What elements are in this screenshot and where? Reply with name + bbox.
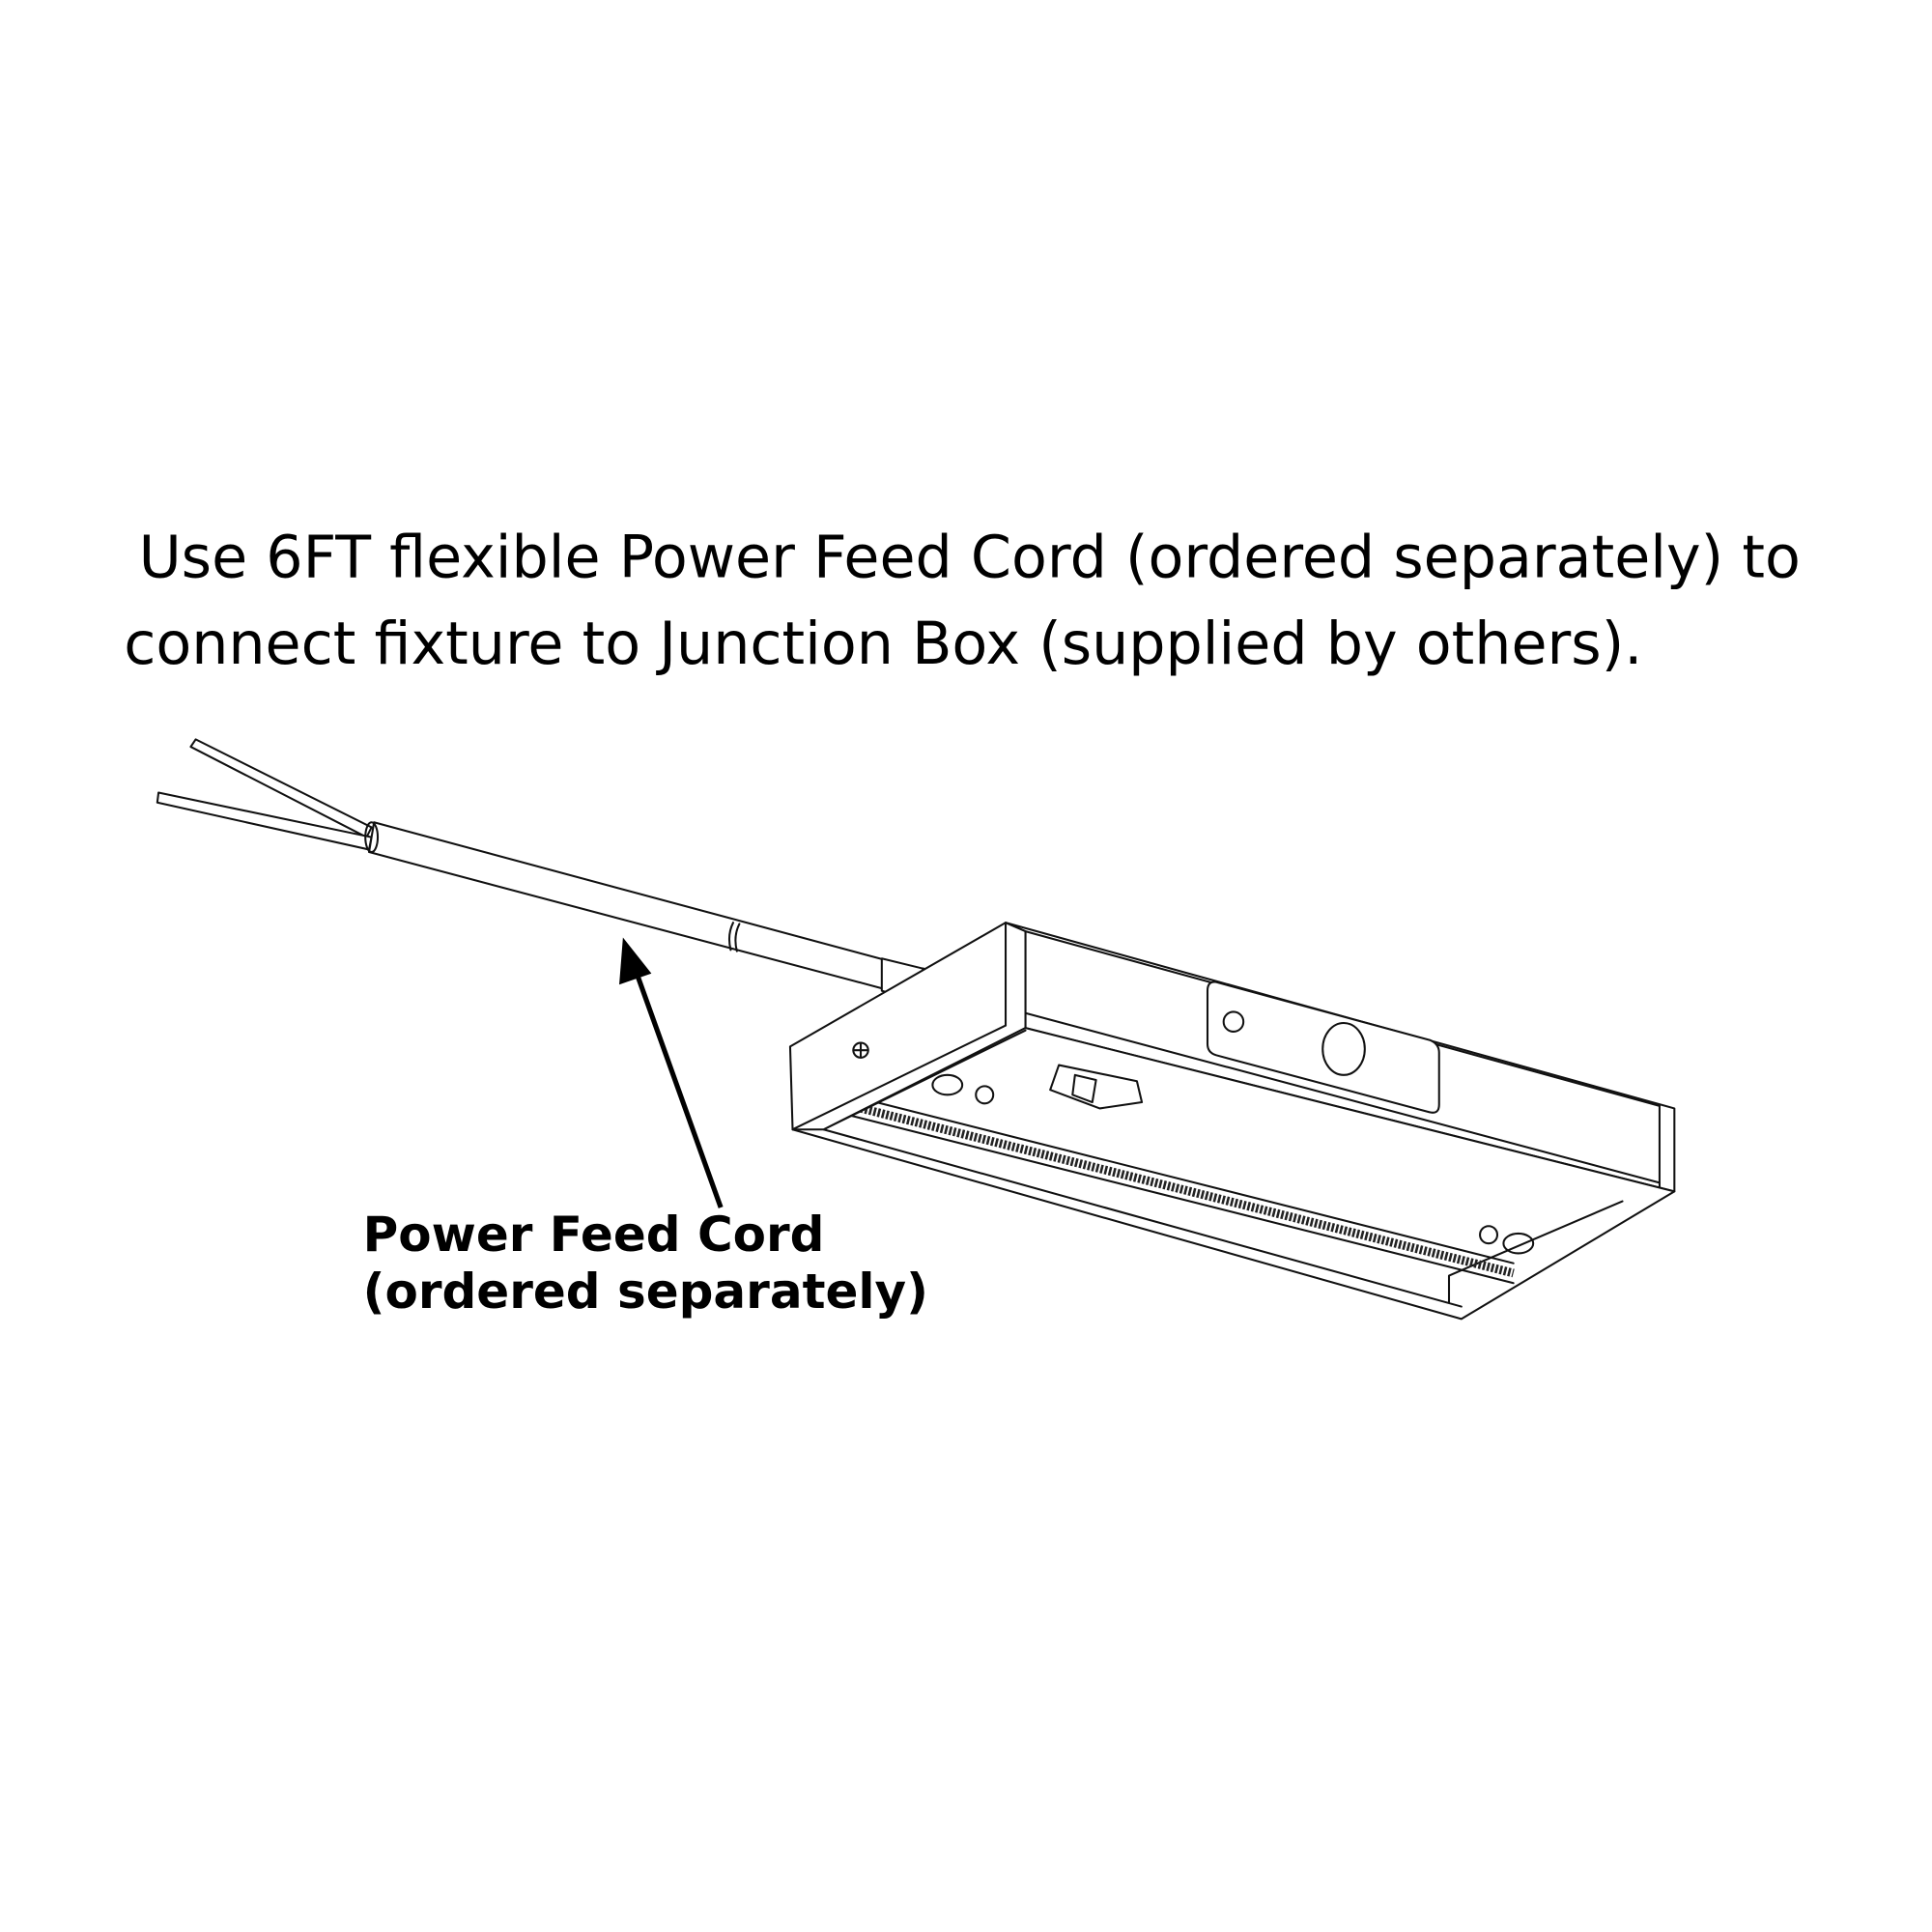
pointer-arrow (619, 937, 724, 1208)
callout-line-1: Power Feed Cord (363, 1207, 825, 1263)
sensor-button (931, 1073, 964, 1096)
led-strip (826, 1095, 1515, 1278)
wire-white (189, 738, 373, 838)
bracket-screw-icon (1222, 1010, 1245, 1033)
screw-icon (975, 1085, 995, 1105)
instruction-line-1: Use 6FT flexible Power Feed Cord (ordere… (139, 524, 1801, 591)
screw-icon (1479, 1225, 1499, 1245)
power-feed-cord (156, 738, 974, 1014)
knockout-hole (1321, 1021, 1366, 1076)
sensor-button (1502, 1232, 1535, 1255)
instruction-line-2: connect fixture to Junction Box (supplie… (124, 611, 1642, 678)
led-fixture (788, 922, 1676, 1321)
rocker-switch[interactable] (1049, 1064, 1144, 1110)
callout-line-2: (ordered separately) (363, 1264, 928, 1320)
